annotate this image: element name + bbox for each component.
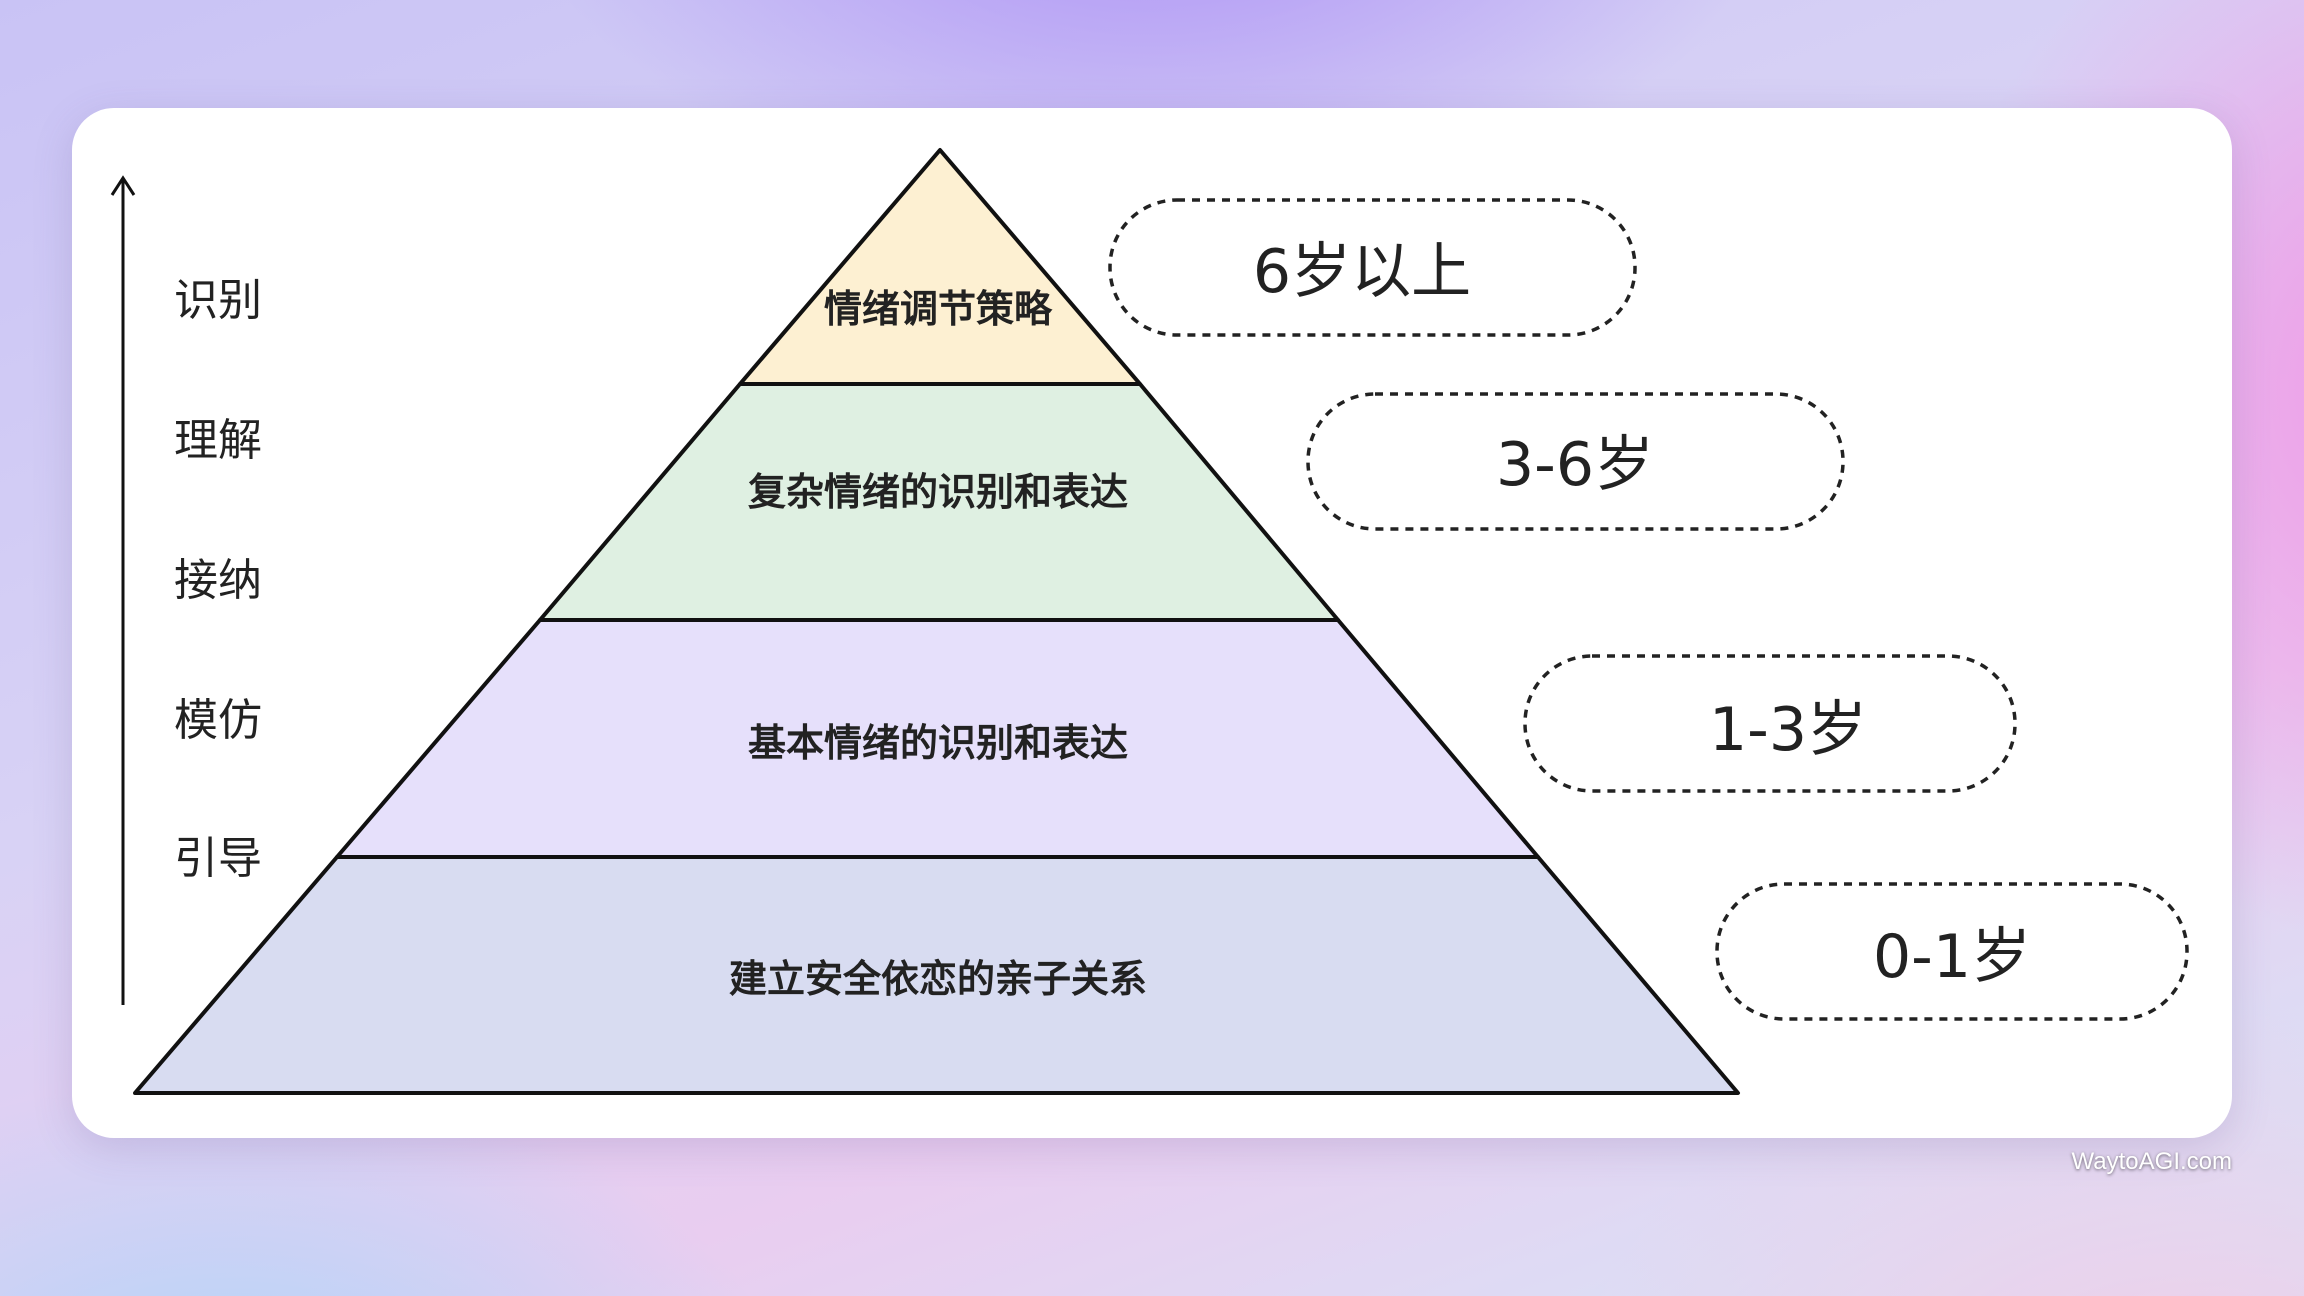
watermark-text: WaytoAGI.com — [2071, 1148, 2232, 1175]
axis-label-imitate: 模仿 — [174, 695, 262, 746]
age-label-2: 3-6岁 — [1496, 430, 1654, 500]
age-label-1: 6岁以上 — [1253, 237, 1471, 307]
tier-label-1: 情绪调节策略 — [824, 287, 1053, 331]
age-box-4 — [1715, 882, 2189, 1021]
axis-arrow-icon — [110, 175, 136, 196]
age-label-4: 0-1岁 — [1873, 922, 2031, 992]
pyramid-tier-1 — [738, 148, 1142, 386]
axis-label-identify: 识别 — [174, 275, 262, 326]
axis-label-guide: 引导 — [174, 833, 262, 884]
tier-label-3: 基本情绪的识别和表达 — [748, 721, 1128, 765]
tier-label-2: 复杂情绪的识别和表达 — [748, 470, 1128, 514]
pyramid-tier-4 — [133, 855, 1740, 1095]
tier-label-4: 建立安全依恋的亲子关系 — [729, 957, 1147, 1001]
age-label-3: 1-3岁 — [1709, 695, 1867, 765]
age-box-3 — [1523, 654, 2017, 793]
axis-label-accept: 接纳 — [174, 555, 262, 606]
age-box-2 — [1306, 392, 1845, 531]
age-box-1 — [1108, 198, 1637, 337]
axis-label-understand: 理解 — [174, 415, 262, 466]
